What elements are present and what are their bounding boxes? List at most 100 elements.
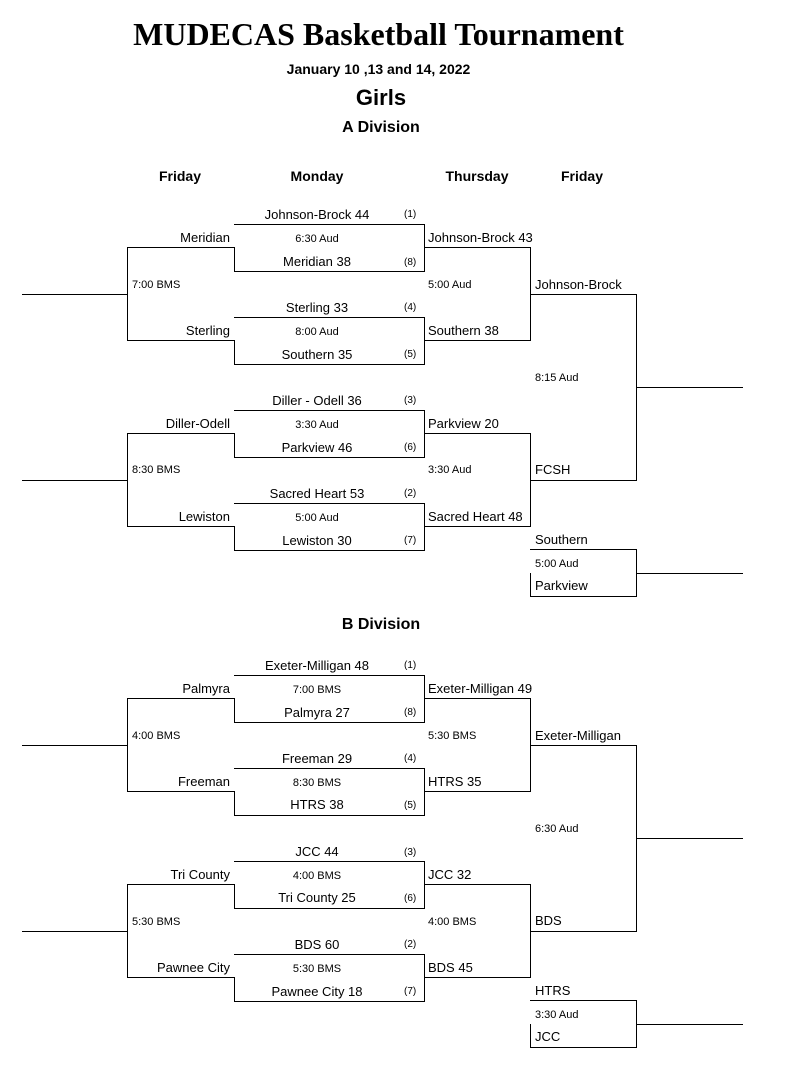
b-q3-time: 4:00 BMS: [292, 870, 342, 882]
b-q2-seed-bottom: (5): [404, 800, 417, 811]
b-final-time: 6:30 Aud: [535, 823, 579, 835]
bracket-line: [234, 317, 425, 318]
b-cons1-time: 4:00 BMS: [132, 730, 181, 742]
bracket-line: [424, 884, 531, 885]
day-header-friday-1: Friday: [158, 168, 201, 184]
day-header-friday-2: Friday: [560, 168, 603, 184]
b-cons1-team-top: Palmyra: [182, 681, 230, 696]
bracket-line: [530, 745, 637, 746]
bracket-line: [234, 815, 425, 816]
bracket-line: [530, 1000, 637, 1001]
bracket-line: [127, 433, 235, 434]
b-cons2-team-top: Tri County: [170, 867, 230, 882]
bracket-line: [234, 884, 235, 909]
b-q3-team-top: JCC 44: [295, 844, 339, 859]
bracket-line: [234, 224, 425, 225]
bracket-line: [424, 768, 425, 816]
bracket-line: [530, 1047, 637, 1048]
bracket-line: [127, 791, 235, 792]
b-q2-team-top: Freeman 29: [281, 751, 353, 766]
bracket-line: [424, 503, 425, 551]
a-q4-team-bottom: Lewiston 30: [282, 533, 352, 548]
a-q3-time: 3:30 Aud: [295, 419, 339, 431]
bracket-line: [234, 340, 235, 365]
b-semi2-team-bottom: BDS 45: [428, 960, 473, 975]
a-semi2-team-top: Parkview 20: [428, 416, 499, 431]
bracket-line: [234, 271, 425, 272]
bracket-line: [530, 480, 637, 481]
bracket-line: [22, 294, 128, 295]
bracket-line: [424, 954, 425, 1002]
bracket-line: [127, 247, 235, 248]
b-third-time: 3:30 Aud: [535, 1009, 579, 1021]
a-q4-seed-top: (2): [404, 488, 417, 499]
bracket-line: [234, 675, 425, 676]
bracket-line: [424, 340, 531, 341]
bracket-line: [636, 1024, 743, 1025]
a-semi1-team-top: Johnson-Brock 43: [428, 230, 533, 245]
b-q4-team-top: BDS 60: [294, 937, 340, 952]
bracket-line: [424, 410, 425, 458]
a-third-team-top: Southern: [535, 532, 588, 547]
a-cons1-time: 7:00 BMS: [132, 279, 181, 291]
bracket-line: [234, 503, 425, 504]
bracket-line: [424, 317, 425, 365]
a-q3-seed-bottom: (6): [404, 442, 417, 453]
bracket-line: [234, 433, 235, 458]
a-third-team-bottom: Parkview: [535, 578, 588, 593]
a-q3-seed-top: (3): [404, 395, 417, 406]
b-q3-seed-bottom: (6): [404, 893, 417, 904]
a-third-time: 5:00 Aud: [535, 558, 579, 570]
b-division-label: B Division: [341, 616, 421, 633]
a-q1-time: 6:30 Aud: [295, 233, 339, 245]
bracket-line: [234, 698, 235, 723]
b-q2-seed-top: (4): [404, 753, 417, 764]
bracket-line: [424, 224, 425, 272]
tournament-dates: January 10 ,13 and 14, 2022: [286, 61, 471, 77]
bracket-line: [127, 884, 235, 885]
b-final-team-bottom: BDS: [535, 913, 562, 928]
bracket-line: [234, 410, 425, 411]
bracket-line: [234, 908, 425, 909]
a-final-time: 8:15 Aud: [535, 372, 579, 384]
b-final-team-top: Exeter-Milligan: [535, 728, 621, 743]
bracket-line: [127, 698, 235, 699]
a-semi2-time: 3:30 Aud: [428, 464, 472, 476]
day-header-monday: Monday: [290, 168, 344, 184]
a-q3-team-bottom: Parkview 46: [281, 440, 353, 455]
bracket-line: [234, 364, 425, 365]
bracket-line: [424, 247, 531, 248]
bracket-line: [424, 698, 531, 699]
a-q2-team-top: Sterling 33: [285, 300, 349, 315]
a-semi1-time: 5:00 Aud: [428, 279, 472, 291]
bracket-line: [424, 977, 531, 978]
b-semi2-team-top: JCC 32: [428, 867, 472, 882]
a-division-label: A Division: [342, 119, 420, 136]
bracket-line: [234, 861, 425, 862]
bracket-line: [127, 977, 235, 978]
a-semi1-team-bottom: Southern 38: [428, 323, 499, 338]
a-q2-seed-top: (4): [404, 302, 417, 313]
a-q2-time: 8:00 Aud: [295, 326, 339, 338]
bracket-line: [234, 977, 235, 1002]
a-cons1-team-top: Meridian: [180, 230, 230, 245]
bracket-line: [22, 745, 128, 746]
bracket-line: [424, 861, 425, 909]
bracket-line: [234, 457, 425, 458]
b-q4-team-bottom: Pawnee City 18: [271, 984, 363, 999]
a-q4-team-top: Sacred Heart 53: [269, 486, 365, 501]
a-q1-seed-bottom: (8): [404, 257, 417, 268]
b-q4-seed-top: (2): [404, 939, 417, 950]
bracket-line: [530, 931, 637, 932]
bracket-line: [636, 573, 743, 574]
a-q4-seed-bottom: (7): [404, 535, 417, 546]
page-title: MUDECAS Basketball Tournament: [133, 16, 624, 52]
a-q1-team-bottom: Meridian 38: [283, 254, 351, 269]
b-semi1-time: 5:30 BMS: [428, 730, 477, 742]
b-semi1-team-top: Exeter-Milligan 49: [428, 681, 533, 696]
a-cons1-team-bottom: Sterling: [185, 323, 230, 338]
bracket-line: [234, 791, 235, 816]
b-q1-team-bottom: Palmyra 27: [284, 705, 350, 720]
b-q3-seed-top: (3): [404, 847, 417, 858]
bracket-line: [234, 722, 425, 723]
